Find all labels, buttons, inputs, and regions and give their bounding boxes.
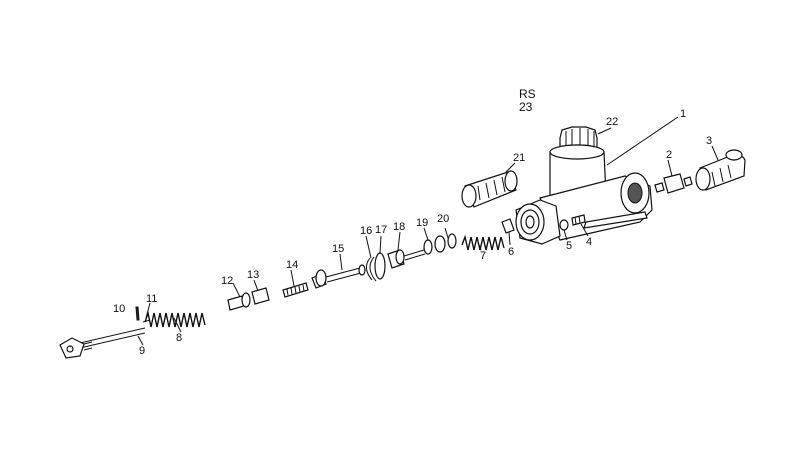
label-part-2: 2 [666,149,672,161]
union-fitting-part [654,173,693,194]
piston-rod-part [311,264,366,289]
rubber-boot-part [695,149,746,191]
master-cylinder-body-part [515,144,653,245]
bushing-part [251,287,270,305]
filter-part [461,170,518,208]
screw-part [571,214,586,226]
label-part-17: 17 [375,224,387,236]
label-part-14: 14 [286,259,298,271]
seal-nut-part [501,218,515,234]
label-part-18: 18 [393,221,405,233]
washer-part [559,219,569,231]
piston-seal-part [423,233,457,255]
retaining-ring-part [366,252,386,282]
leader-lines [137,116,719,346]
split-pin-part [135,306,140,321]
diagram-code-line2: 23 [519,100,533,114]
label-part-19: 19 [416,217,428,229]
label-part-12: 12 [221,275,233,287]
label-part-21: 21 [513,152,525,164]
diagram-code-line1: RS [519,87,536,101]
label-part-16: 16 [360,225,372,237]
piston-part [387,249,426,269]
label-part-10: 10 [113,303,125,315]
sleeve-part [227,292,251,311]
circlip-part [142,319,151,323]
label-part-9: 9 [139,345,145,357]
label-part-15: 15 [332,243,344,255]
label-part-5: 5 [566,240,572,252]
label-part-13: 13 [247,269,259,281]
label-part-3: 3 [706,135,712,147]
label-part-4: 4 [586,236,592,248]
threaded-adjuster-part [282,282,309,298]
pushrod-spring-part [144,310,206,328]
return-spring-part [461,234,505,251]
label-part-1: 1 [680,108,686,120]
label-part-7: 7 [480,250,486,262]
label-part-22: 22 [606,116,618,128]
label-part-20: 20 [437,213,449,225]
label-part-8: 8 [176,332,182,344]
label-part-11: 11 [146,293,157,305]
pushrod-part [59,327,146,359]
label-part-6: 6 [508,246,514,258]
